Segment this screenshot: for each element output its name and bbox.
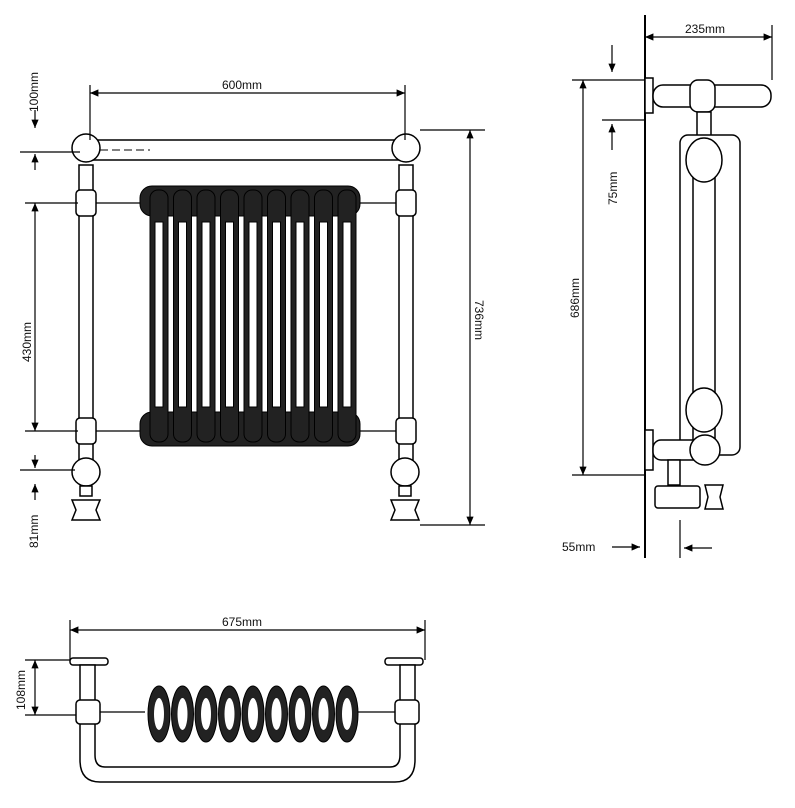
radiator-column-highlight [295, 221, 305, 408]
side-rail-offset-label: 75mm [606, 172, 620, 205]
front-view: 600mm 100mm 430mm 736mm 81mm [20, 72, 486, 548]
side-height-label: 686mm [568, 278, 582, 318]
front-valve-drop-label: 81mm [27, 515, 41, 548]
radiator-section-highlight [318, 698, 329, 730]
radiator-column-highlight [154, 221, 164, 408]
side-valve-offset-label: 55mm [562, 540, 595, 554]
radiator-column-highlight [201, 221, 211, 408]
radiator-section-highlight [248, 698, 258, 730]
side-view: 235mm 686mm 75mm 55mm [562, 15, 773, 558]
radiator-section-highlight [201, 698, 211, 730]
radiator-section-highlight [224, 698, 235, 730]
front-width-label: 600mm [222, 78, 262, 92]
front-top-offset-label: 100mm [27, 72, 41, 112]
radiator-column-highlight [342, 221, 352, 408]
radiator-section-highlight [177, 698, 188, 730]
top-width-label: 675mm [222, 615, 262, 629]
radiator-section-highlight [154, 698, 164, 730]
radiator-column-highlight [272, 221, 281, 408]
radiator-column-highlight [248, 221, 258, 408]
radiator-section-highlight [295, 698, 305, 730]
radiator-column-highlight [178, 221, 187, 408]
top-view: 675mm 108mm [14, 615, 426, 783]
radiator-column-highlight [319, 221, 328, 408]
side-depth-label: 235mm [685, 22, 725, 36]
front-centres-label: 430mm [20, 322, 34, 362]
front-height-label: 736mm [472, 300, 486, 340]
radiator-section-highlight [271, 698, 282, 730]
radiator-section-highlight [342, 698, 352, 730]
radiator-column-highlight [225, 221, 234, 408]
top-depth-label: 108mm [14, 670, 28, 710]
